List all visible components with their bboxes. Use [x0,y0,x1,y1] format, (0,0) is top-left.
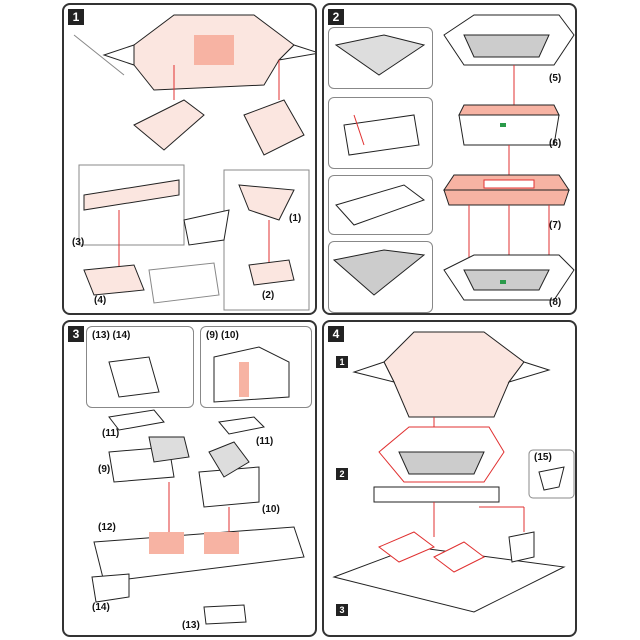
roof-assembly-diagram [73,14,315,311]
label-8: (8) [549,297,562,308]
step-number: 2 [328,9,344,25]
panel-step-2: 2 (5) (6) (7) (8) [322,3,577,315]
panel-step-1: 1 (1) (2) (3) (4) [62,3,317,315]
label-12: (12) [98,522,116,533]
label-6: (6) [549,138,562,149]
label-2: (2) [262,290,275,301]
base-assembly-diagram [332,14,575,301]
panel-step-3: 3 (13) (14) (9) (10) (11) (11) (9) (10) … [62,320,317,637]
final-assembly-diagram [332,331,575,613]
sub-step-2: 2 [336,468,348,480]
label-13: (13) [182,620,200,631]
label-4: (4) [94,295,107,306]
label-7: (7) [549,220,562,231]
sub-step-3: 3 [336,604,348,616]
label-13-14: (13) (14) [92,330,131,341]
label-11-right: (11) [256,436,274,447]
label-11-left: (11) [102,428,120,439]
panel-step-4: 4 1 2 3 (15) [322,320,577,637]
label-10: (10) [262,504,280,515]
step-number: 4 [328,326,344,342]
label-9-10: (9) (10) [206,330,239,341]
label-5: (5) [549,73,562,84]
label-14: (14) [92,602,110,613]
label-9: (9) [98,464,111,475]
label-3: (3) [72,237,85,248]
wall-assembly-diagram [91,346,305,625]
sub-step-1: 1 [336,356,348,368]
label-15: (15) [534,452,552,463]
label-1: (1) [289,213,302,224]
step-number: 1 [68,9,84,25]
step-number: 3 [68,326,84,342]
